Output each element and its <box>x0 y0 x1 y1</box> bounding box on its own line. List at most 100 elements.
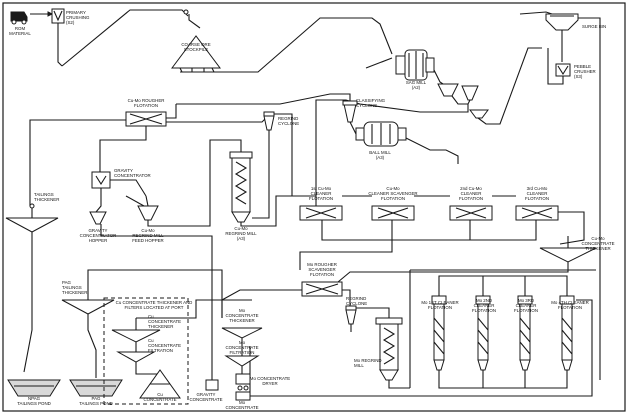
label-gravity-hopper-line-3: HOPPER <box>89 238 108 243</box>
label-cleaner-scavenger-line-2: CLEANER SCAVENGER <box>368 191 417 196</box>
coarse-ore-stockpile-icon <box>171 35 221 73</box>
label-mo-concentrate-filtration-line-2: CONCENTRATE <box>225 345 258 350</box>
label-regrind-feed-hopper-line-1: Cu-Mo <box>141 228 155 233</box>
cu-mo-rougher-cell-icon <box>125 111 167 127</box>
label-gravity-concentrator-line-2: CONCENTRATOR <box>114 173 151 178</box>
mo-1st-cleaner-column-icon <box>431 295 447 371</box>
label-pebble-crusher-line-3: (S3) <box>574 74 583 79</box>
crusher-to-conveyor <box>57 23 63 67</box>
label-mo-3rd-cleaner-line-2: CLEANER <box>516 303 537 308</box>
label-cu-mo-regrind-mill-line-2: REGRIND MILL <box>225 231 257 236</box>
label-cu-mo-concentrate-thickener-line-3: THICKENER <box>585 246 610 251</box>
rougher-concentrate <box>99 126 147 172</box>
regrind-cyclone-overflow <box>274 113 293 196</box>
label-pag-tailings-thickener-line-2: TAILINGS <box>62 285 82 290</box>
thickener-to-npag-pond <box>23 232 33 373</box>
label-3rd-cu-mo-cleaner-line-3: FLOTATION <box>525 196 549 201</box>
label-gravity-concentrator-line-1: GRAVITY <box>114 168 133 173</box>
label-mo-rougher-scavenger-line-3: FLOTATION <box>310 272 334 277</box>
cu-mo-regrind-mill-icon <box>229 151 253 223</box>
label-mo-concentrate-thickener-line-2: CONCENTRATE <box>225 313 258 318</box>
hopper-feed-a <box>125 195 145 207</box>
mo-cleaner-links <box>438 275 568 389</box>
label-1st-cu-mo-cleaner-line-1: 1st Cu-Mo <box>311 186 332 191</box>
primary-crusher-icon <box>51 8 65 24</box>
sag-to-sump <box>451 95 471 105</box>
label-2nd-cu-mo-cleaner-line-3: FLOTATION <box>459 196 483 201</box>
label-mo-1st-cleaner-line-2: FLOTATION <box>428 305 452 310</box>
label-primary-crushing-line-2: CRUSHING <box>66 15 90 20</box>
surge-bin-icon <box>545 13 579 31</box>
mo-2nd-cleaner-column-icon <box>475 295 491 371</box>
label-cu-concentrate-thickener-line-1: Cu <box>148 314 154 319</box>
label-mo-concentrate-dryer-line-2: DRYER <box>262 381 277 386</box>
label-3rd-cu-mo-cleaner-line-2: CLEANER <box>527 191 548 196</box>
cu-concentrate-filter-icon <box>116 351 156 363</box>
label-cleaner-scavenger-line-1: Cu-Mo <box>386 186 400 191</box>
label-ball-mill-line-1: BALL MILL <box>369 150 391 155</box>
label-regrind-feed-hopper-line-2: REGRIND MILL <box>132 233 164 238</box>
mo-4th-cleaner-column-icon <box>559 295 575 371</box>
label-port-note-line-2: FILTERS LOCATED AT PORT <box>125 305 184 310</box>
label-classifying-cyclone-line-2: CYCLONE <box>356 103 377 108</box>
haul-truck-icon <box>10 11 28 25</box>
cu-concentrate-thickener-icon <box>111 318 161 343</box>
cleaner-2-cell-icon <box>449 205 493 221</box>
mo-regrind-cyclone-icon <box>345 305 357 325</box>
label-cu-concentrate-thickener-line-3: THICKENER <box>148 324 173 329</box>
reclaim-conveyor <box>180 17 393 73</box>
label-gravity-hopper-line-1: GRAVITY <box>89 228 108 233</box>
mo-3rd-cleaner-column-icon <box>517 295 533 371</box>
pag-tailings-thickener-icon <box>61 290 115 315</box>
mo-cleaner-header <box>409 269 596 388</box>
label-gravity-concentrate-line-1: GRAVITY <box>197 392 216 397</box>
gravity-tails <box>110 179 147 197</box>
cyclone-feed-line <box>315 99 469 180</box>
label-pag-tailings-thickener-line-3: THICKENER <box>62 290 87 295</box>
rougher-feed <box>166 104 177 119</box>
gravity-concentrate-out <box>100 224 213 380</box>
label-tailings-thickener-line-2: THICKENER <box>34 197 59 202</box>
rougher-to-regrind <box>166 115 269 123</box>
tailings-thickener-icon <box>5 203 59 233</box>
label-rom-material-line-2: MATERIAL <box>9 31 31 36</box>
label-cu-mo-regrind-mill-line-3: (A3) <box>237 236 246 241</box>
label-regrind-cyclone-line-1: REGRIND <box>278 116 298 121</box>
label-mo-regrind-cyclone-line-2: CYCLONE <box>346 301 367 306</box>
label-mo-3rd-cleaner-line-1: Mo 3RD <box>518 298 534 303</box>
mo-concentrate-filter-icon <box>224 355 260 367</box>
label-cu-concentrate-filtration-line-2: CONCENTRATE <box>148 343 181 348</box>
sag-screen <box>437 83 459 97</box>
label-mo-4th-cleaner-line-1: Mo 4TH CLEANER <box>551 300 589 305</box>
third-cleaner-concentrate <box>558 211 585 245</box>
label-regrind-feed-hopper-line-3: FEED HOPPER <box>132 238 163 243</box>
label-mo-concentrate-filtration-line-1: Mo <box>239 340 246 345</box>
label-npag-tailings-pond-line-2: TAILINGS POND <box>17 401 51 406</box>
label-cu-mo-regrind-mill-line-1: Cu-Mo <box>234 226 248 231</box>
label-mo-concentrate-thickener-line-1: Mo <box>239 308 246 313</box>
cleaner-scavenger-cell-icon <box>371 205 415 221</box>
label-coarse-ore-stockpile-line-1: COARSE ORE <box>181 42 210 47</box>
label-mo-regrind-mill-line-2: MILL <box>354 363 364 368</box>
label-sag-mill-line-1: SAG MILL <box>406 80 427 85</box>
label-sag-mill: SAG MILL(A2) <box>406 80 427 90</box>
label-classifying-cyclone-line-1: CLASSIFYING <box>356 98 386 103</box>
label-cu-mo-rougher-line-2: FLOTATION <box>134 103 158 108</box>
